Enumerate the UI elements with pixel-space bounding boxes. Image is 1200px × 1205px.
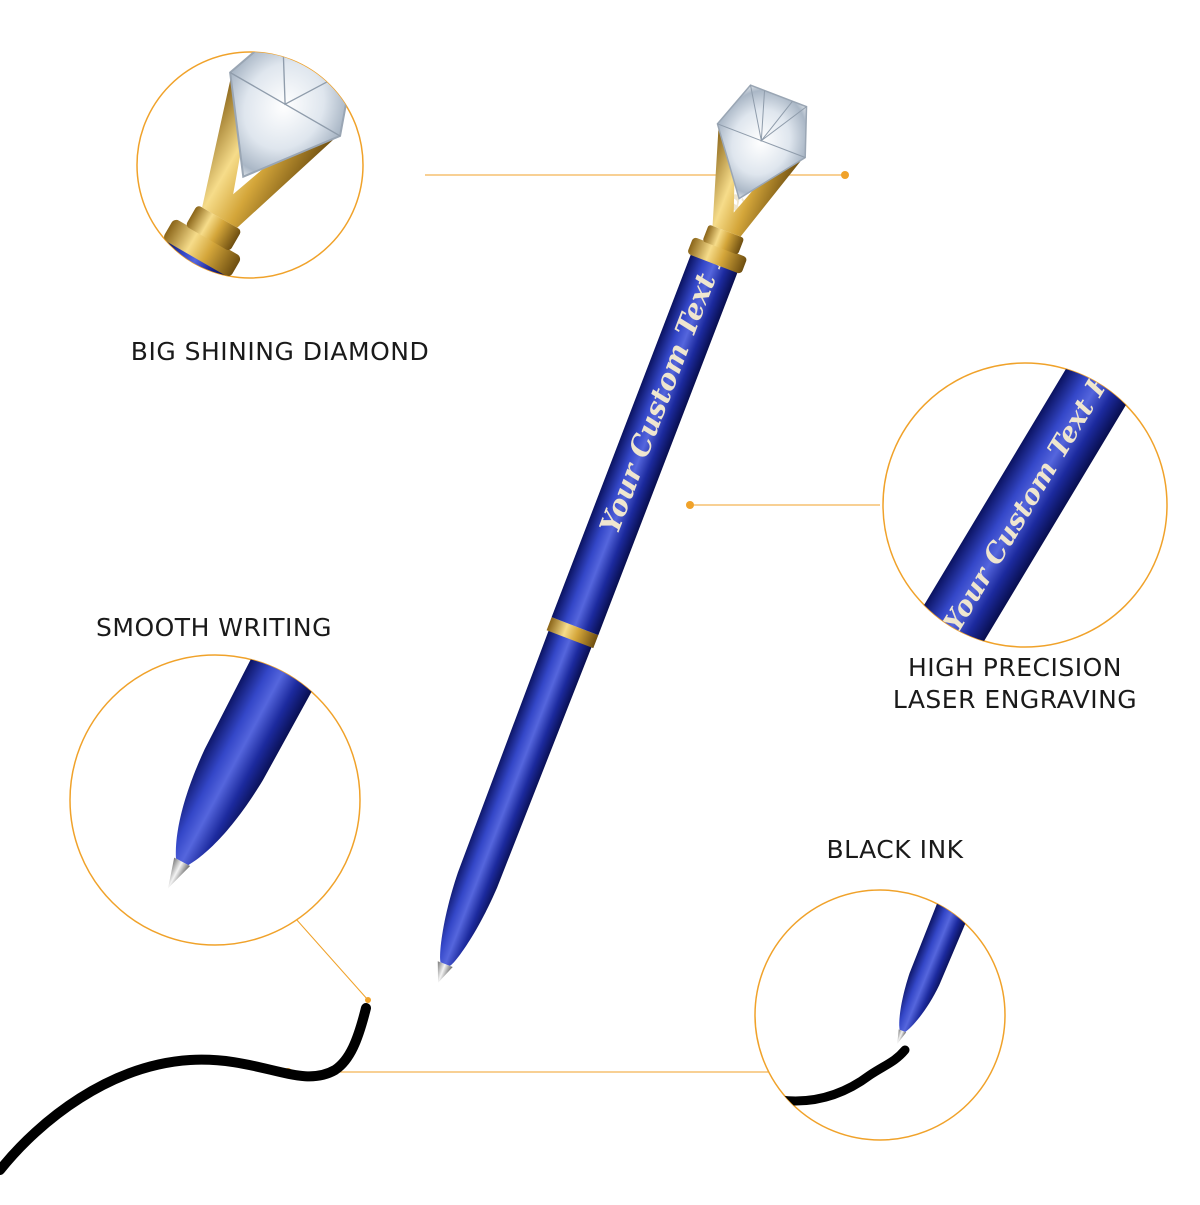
feature-label-smooth-writing: SMOOTH WRITING <box>96 613 332 642</box>
detail-tip-zoom <box>168 655 331 889</box>
pen-gold-collar <box>688 237 747 274</box>
leader-dot-laser <box>686 501 694 509</box>
pen-upper-barrel <box>551 253 739 636</box>
pen-diamond <box>716 84 808 200</box>
leader-dot-diamond <box>841 171 849 179</box>
pen-gold-band <box>546 617 599 649</box>
feature-label-laser-line1: HIGH PRECISION <box>908 653 1122 682</box>
leader-line-smooth <box>287 909 369 1001</box>
pen-lower-barrel <box>440 629 593 966</box>
feature-label-black-ink: BLACK INK <box>826 835 964 864</box>
feature-label-laser-engraving: HIGH PRECISION LASER ENGRAVING <box>880 652 1150 716</box>
ink-stroke <box>0 1003 371 1175</box>
pen-tip <box>437 961 453 983</box>
feature-label-diamond: BIG SHINING DIAMOND <box>130 337 430 366</box>
feature-label-laser-line2: LASER ENGRAVING <box>892 685 1138 714</box>
main-pen: Your Custom Text Here <box>437 84 808 983</box>
leader-dot-smooth <box>365 997 371 1003</box>
